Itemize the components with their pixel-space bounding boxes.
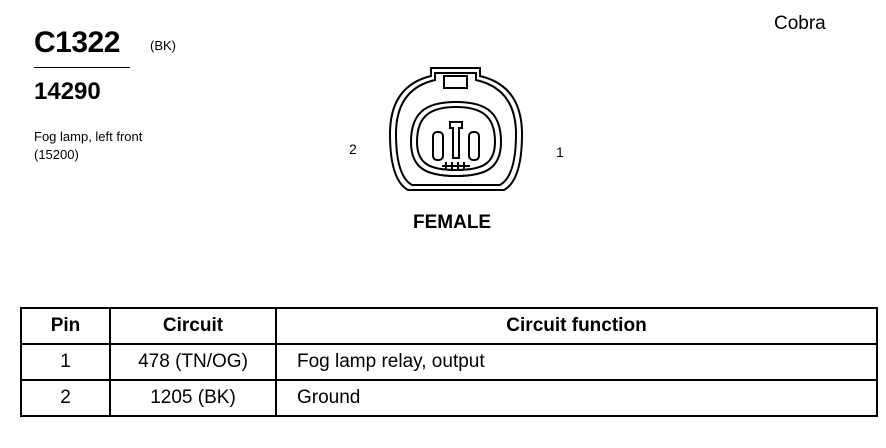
- part-number: 14290: [34, 78, 101, 105]
- table-row: 2 1205 (BK) Ground: [20, 379, 878, 417]
- terminal-slots: [442, 162, 470, 170]
- column-header-circuit-function: Circuit function: [275, 307, 878, 345]
- pin-table: Pin Circuit Circuit function 1 478 (TN/O…: [20, 307, 878, 417]
- connector-gender-label: FEMALE: [413, 212, 492, 233]
- circuit-cell: 478 (TN/OG): [109, 343, 277, 381]
- connector-id: C1322: [34, 26, 120, 59]
- description-line-1: Fog lamp, left front: [34, 129, 143, 144]
- terminal-cavity-outer: [409, 100, 503, 178]
- center-key: [449, 121, 463, 159]
- model-label: Cobra: [774, 13, 826, 34]
- circuit-function-cell: Ground: [275, 379, 878, 417]
- pin-cell: 1: [20, 343, 111, 381]
- connector-housing-outline: [388, 67, 524, 191]
- pin-cell: 2: [20, 379, 111, 417]
- connector-color-code: (BK): [150, 38, 176, 53]
- column-header-pin: Pin: [20, 307, 111, 345]
- title-underline: [34, 67, 130, 68]
- description-line-2: (15200): [34, 147, 79, 162]
- circuit-cell: 1205 (BK): [109, 379, 277, 417]
- circuit-function-cell: Fog lamp relay, output: [275, 343, 878, 381]
- column-header-circuit: Circuit: [109, 307, 277, 345]
- connector-face-diagram: [388, 67, 524, 191]
- terminal-cavity-inner: [415, 105, 497, 172]
- pin-2-label: 2: [349, 141, 357, 157]
- table-header-row: Pin Circuit Circuit function: [20, 307, 878, 345]
- connector-description: Fog lamp, left front (15200): [34, 128, 142, 164]
- connector-housing-inner: [394, 72, 518, 186]
- table-row: 1 478 (TN/OG) Fog lamp relay, output: [20, 343, 878, 381]
- pin-1-label: 1: [556, 144, 564, 160]
- terminal-pin-2: [432, 131, 444, 161]
- terminal-pin-1: [468, 131, 480, 161]
- latch-tab: [443, 75, 468, 89]
